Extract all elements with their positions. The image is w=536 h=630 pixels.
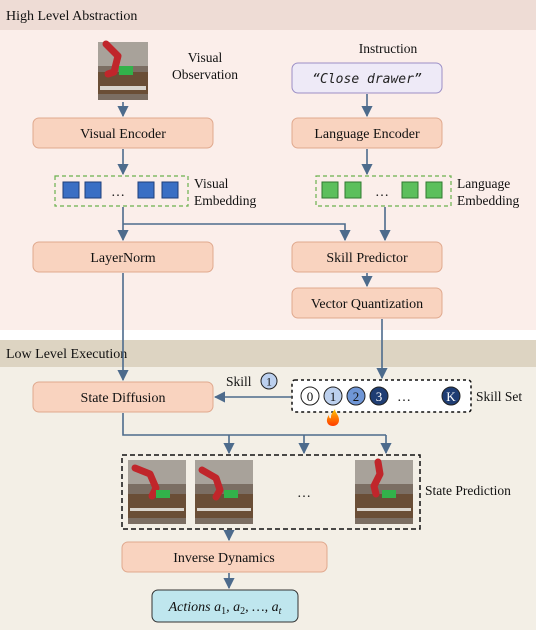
- actions-at: a: [272, 600, 279, 615]
- flame-icon: [326, 409, 339, 426]
- language-token: [401, 181, 419, 199]
- visual-observation-label-line1: Visual: [188, 50, 223, 65]
- visual-embedding-label-line1: Visual: [194, 176, 229, 191]
- instruction-text: “Close drawer”: [312, 72, 422, 87]
- skill-code-2-label: 2: [353, 389, 360, 404]
- visual-embedding-container: [54, 175, 189, 207]
- skill-predictor-box: [291, 241, 443, 273]
- visual-token: [161, 181, 179, 199]
- visual-encoder-label: Visual Encoder: [80, 127, 166, 142]
- skill-code-1: 1: [323, 386, 343, 406]
- state-frame-last: [355, 458, 413, 524]
- actions-sub2: 2: [240, 606, 245, 617]
- low-level-title: Low Level Execution: [6, 347, 127, 362]
- visual-observation-image: [98, 40, 148, 100]
- skill-code-1-label: 1: [330, 389, 337, 404]
- skill-code-3: 3: [369, 386, 389, 406]
- skill-code-k-label: K: [446, 389, 456, 404]
- skill-arrow-label: Skill: [226, 374, 252, 389]
- skill-arrow-index-badge: 1: [260, 372, 278, 390]
- language-token: [425, 181, 443, 199]
- skill-code-3-label: 3: [376, 389, 383, 404]
- visual-encoder-box: [32, 117, 214, 149]
- language-embedding-label-line2: Embedding: [457, 193, 519, 208]
- instruction-box: [291, 62, 443, 94]
- skill-code-k: K: [441, 386, 461, 406]
- high-level-title: High Level Abstraction: [6, 9, 137, 24]
- layernorm-box: [32, 241, 214, 273]
- state-diffusion-box: [32, 381, 214, 413]
- vector-quantization-label: Vector Quantization: [311, 297, 423, 312]
- actions-sep3: ,: [265, 600, 272, 615]
- language-encoder-label: Language Encoder: [314, 127, 420, 142]
- skill-set-label: Skill Set: [476, 389, 522, 404]
- state-frame-1: [128, 460, 186, 524]
- inverse-dynamics-box: [121, 541, 328, 573]
- actions-a2: a: [233, 600, 240, 615]
- actions-label: Actions a1, a2, …, at: [168, 600, 282, 617]
- visual-embedding-label-line2: Embedding: [194, 193, 256, 208]
- high-level-header-bar: [0, 0, 536, 30]
- skill-code-0-label: 0: [307, 389, 314, 404]
- language-encoder-box: [291, 117, 443, 149]
- arrow-visual-embedding-to-skill-predictor: [123, 223, 351, 242]
- arrow-state-diffusion-to-predictions: [122, 413, 386, 436]
- actions-sep2: ,: [245, 600, 252, 615]
- actions-sep1: ,: [226, 600, 233, 615]
- skill-arrow-index-label: 1: [266, 375, 272, 389]
- inverse-dynamics-label: Inverse Dynamics: [173, 551, 274, 566]
- actions-subt: t: [279, 606, 282, 617]
- state-diffusion-label: State Diffusion: [81, 391, 166, 406]
- actions-dots: …: [252, 600, 264, 615]
- actions-sub1: 1: [221, 606, 226, 617]
- arrows: [117, 94, 392, 590]
- skill-set-ellipsis: …: [397, 390, 411, 405]
- language-token: [344, 181, 362, 199]
- language-embedding-container: [315, 175, 452, 207]
- visual-observation-label-line2: Observation: [172, 67, 238, 82]
- actions-prefix: Actions: [168, 600, 212, 615]
- low-level-header-bar: [0, 340, 536, 367]
- state-prediction-container: [121, 454, 421, 530]
- high-level-panel: [0, 0, 536, 330]
- language-embedding-label-line1: Language: [457, 176, 510, 191]
- visual-token: [137, 181, 155, 199]
- actions-box: [151, 589, 299, 623]
- actions-a1: a: [214, 600, 221, 615]
- skill-code-0: 0: [300, 386, 320, 406]
- layernorm-label: LayerNorm: [90, 251, 155, 266]
- visual-token: [62, 181, 80, 199]
- language-embedding-ellipsis: …: [375, 185, 389, 200]
- skill-code-2: 2: [346, 386, 366, 406]
- skill-predictor-label: Skill Predictor: [326, 251, 408, 266]
- language-token: [321, 181, 339, 199]
- state-frame-2: [195, 460, 253, 524]
- visual-embedding-ellipsis: …: [111, 185, 125, 200]
- visual-token: [84, 181, 102, 199]
- vector-quantization-box: [291, 287, 443, 319]
- state-prediction-label: State Prediction: [425, 483, 511, 498]
- state-prediction-ellipsis: …: [297, 486, 311, 501]
- instruction-label: Instruction: [359, 41, 418, 56]
